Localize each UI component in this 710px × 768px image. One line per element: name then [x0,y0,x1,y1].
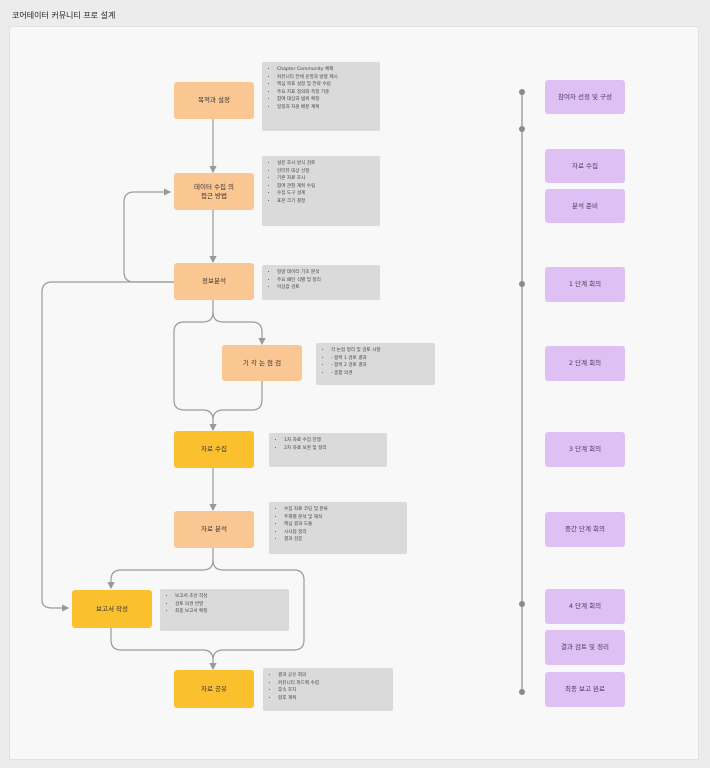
flow-node-label: 데이터 수집 의 접근 방법 [193,182,234,200]
timeline-phase-1[interactable]: 참여자 선정 및 구성 [545,80,625,114]
timeline-phase-label: 자료 수집 [572,161,598,170]
note-item: 각 논점 정리 및 검토 사항 [331,347,429,355]
timeline-phase-3[interactable]: 분석 준비 [545,189,625,223]
note-item: 핵심 목표 설정 및 전략 수립 [277,81,374,89]
note-item: 정량 데이터 기초 분석 [277,269,374,277]
note-item: 후속 조치 [278,687,387,695]
timeline-phase-label: 1 단계 회의 [568,280,602,289]
note-item: 참여 관찰 계획 수립 [277,183,374,191]
note-report: 보고서 초안 작성검토 의견 반영최종 보고서 확정 [160,589,289,631]
connector-6-branch-right [209,559,305,671]
note-item: 검토 의견 반영 [175,601,283,609]
note-item: 기존 자료 조사 [277,175,374,183]
timeline-phase-label: 분석 준비 [572,201,598,210]
flow-node-review[interactable]: 기 각 논 점 검 [222,345,302,381]
note-analysis: 정량 데이터 기초 분석주요 패턴 식별 및 정리이상값 검토 [262,265,380,300]
flow-node-label: 자료 분석 [201,525,227,534]
flow-node-label: 자료 수집 [201,445,227,454]
timeline-phase-2[interactable]: 자료 수집 [545,149,625,183]
flow-node-share[interactable]: 자료 공유 [174,670,254,708]
flow-node-label: 기 각 논 점 검 [242,358,282,367]
note-item: - 종합 의견 [331,370,429,378]
note-item: Chapter Community 체제 [277,66,374,74]
note-item: 커뮤니티 피드백 수렴 [278,680,387,688]
note-item: 시사점 정리 [284,529,401,537]
timeline-phase-label: 3 단계 회의 [568,445,602,454]
timeline-phase-label: 2 단계 회의 [568,359,602,368]
page-title: 코어테이터 커뮤니티 프로 설계 [12,11,116,20]
note-goal-setting: Chapter Community 체제커뮤니티 전체 운영과 방향 제시핵심 … [262,62,380,131]
flow-node-label: 목적과 설정 [198,96,230,105]
connector-3-branch [173,300,217,432]
connector-4-5 [212,381,263,421]
note-review: 각 논점 정리 및 검토 사항- 항목 1 검토 결과- 항목 2 검토 결과-… [316,343,435,385]
note-item: 참여 대상과 범위 확정 [277,96,374,104]
note-item: 보고서 초안 작성 [175,593,283,601]
note-item: 커뮤니티 전체 운영과 방향 제시 [277,74,374,82]
flow-node-label: 보고서 작성 [96,604,128,613]
note-collection: 1차 자료 수집 진행2차 자료 보완 및 정리 [269,433,387,467]
note-item: 향후 계획 [278,695,387,703]
flow-node-data-analysis[interactable]: 자료 분석 [174,511,254,548]
timeline-phase-label: 최종 보고 완료 [564,685,605,694]
note-item: 수집 도구 설계 [277,190,374,198]
note-item: 주요 패턴 식별 및 정리 [277,277,374,285]
timeline-phase-label: 4 단계 회의 [568,602,602,611]
note-item: 인터뷰 대상 선정 [277,168,374,176]
note-item: 수집 자료 코딩 및 분류 [284,506,401,514]
flow-node-report[interactable]: 보고서 작성 [72,590,152,628]
connector-7-8 [110,628,214,661]
note-item: 이상값 검토 [277,284,374,292]
connector-3-7-loop [41,281,174,612]
timeline-phase-8[interactable]: 4 단계 회의 [545,589,625,624]
note-item: 1차 자료 수집 진행 [284,437,381,445]
note-item: 표본 크기 결정 [277,198,374,206]
timeline-phase-6[interactable]: 3 단계 회의 [545,432,625,467]
timeline-phase-label: 결과 검토 및 정리 [560,643,610,652]
timeline-phase-label: 중간 단계 회의 [564,525,605,534]
note-data-approach: 설문 조사 방식 검토인터뷰 대상 선정기존 자료 조사참여 관찰 계획 수립수… [262,156,380,226]
note-item: 결과 공유 회의 [278,672,387,680]
timeline-phase-label: 참여자 선정 및 구성 [557,92,613,101]
flow-node-label: 자료 공유 [201,684,227,693]
note-item: 최종 보고서 확정 [175,608,283,616]
flow-node-label: 정보분석 [202,277,226,286]
note-item: 결과 검증 [284,536,401,544]
timeline-phase-10[interactable]: 최종 보고 완료 [545,672,625,707]
connector-6-branch-left [107,548,214,590]
timeline-phase-4[interactable]: 1 단계 회의 [545,267,625,302]
flow-node-goal-setting[interactable]: 목적과 설정 [174,82,254,119]
flow-node-collection[interactable]: 자료 수집 [174,431,254,468]
note-item: 2차 자료 보완 및 정리 [284,445,381,453]
note-item: - 항목 2 검토 결과 [331,362,429,370]
note-item: 주제별 분석 및 해석 [284,514,401,522]
timeline-phase-9[interactable]: 결과 검토 및 정리 [545,630,625,665]
timeline-phase-7[interactable]: 중간 단계 회의 [545,512,625,547]
flow-node-data-approach[interactable]: 데이터 수집 의 접근 방법 [174,173,254,210]
flow-node-analysis[interactable]: 정보분석 [174,263,254,300]
connector-3-2-loop [123,188,174,283]
connector-3-4 [212,311,266,346]
note-item: 설문 조사 방식 검토 [277,160,374,168]
note-item: 주요 지표 정의와 측정 기준 [277,89,374,97]
note-share: 결과 공유 회의커뮤니티 피드백 수렴후속 조치향후 계획 [263,668,393,711]
note-item: 일정과 자원 배분 계획 [277,104,374,112]
note-item: 핵심 결과 도출 [284,521,401,529]
timeline-axis [519,89,525,695]
note-data-analysis: 수집 자료 코딩 및 분류주제별 분석 및 해석핵심 결과 도출시사점 정리결과… [269,502,407,554]
note-item: - 항목 1 검토 결과 [331,355,429,363]
timeline-phase-5[interactable]: 2 단계 회의 [545,346,625,381]
